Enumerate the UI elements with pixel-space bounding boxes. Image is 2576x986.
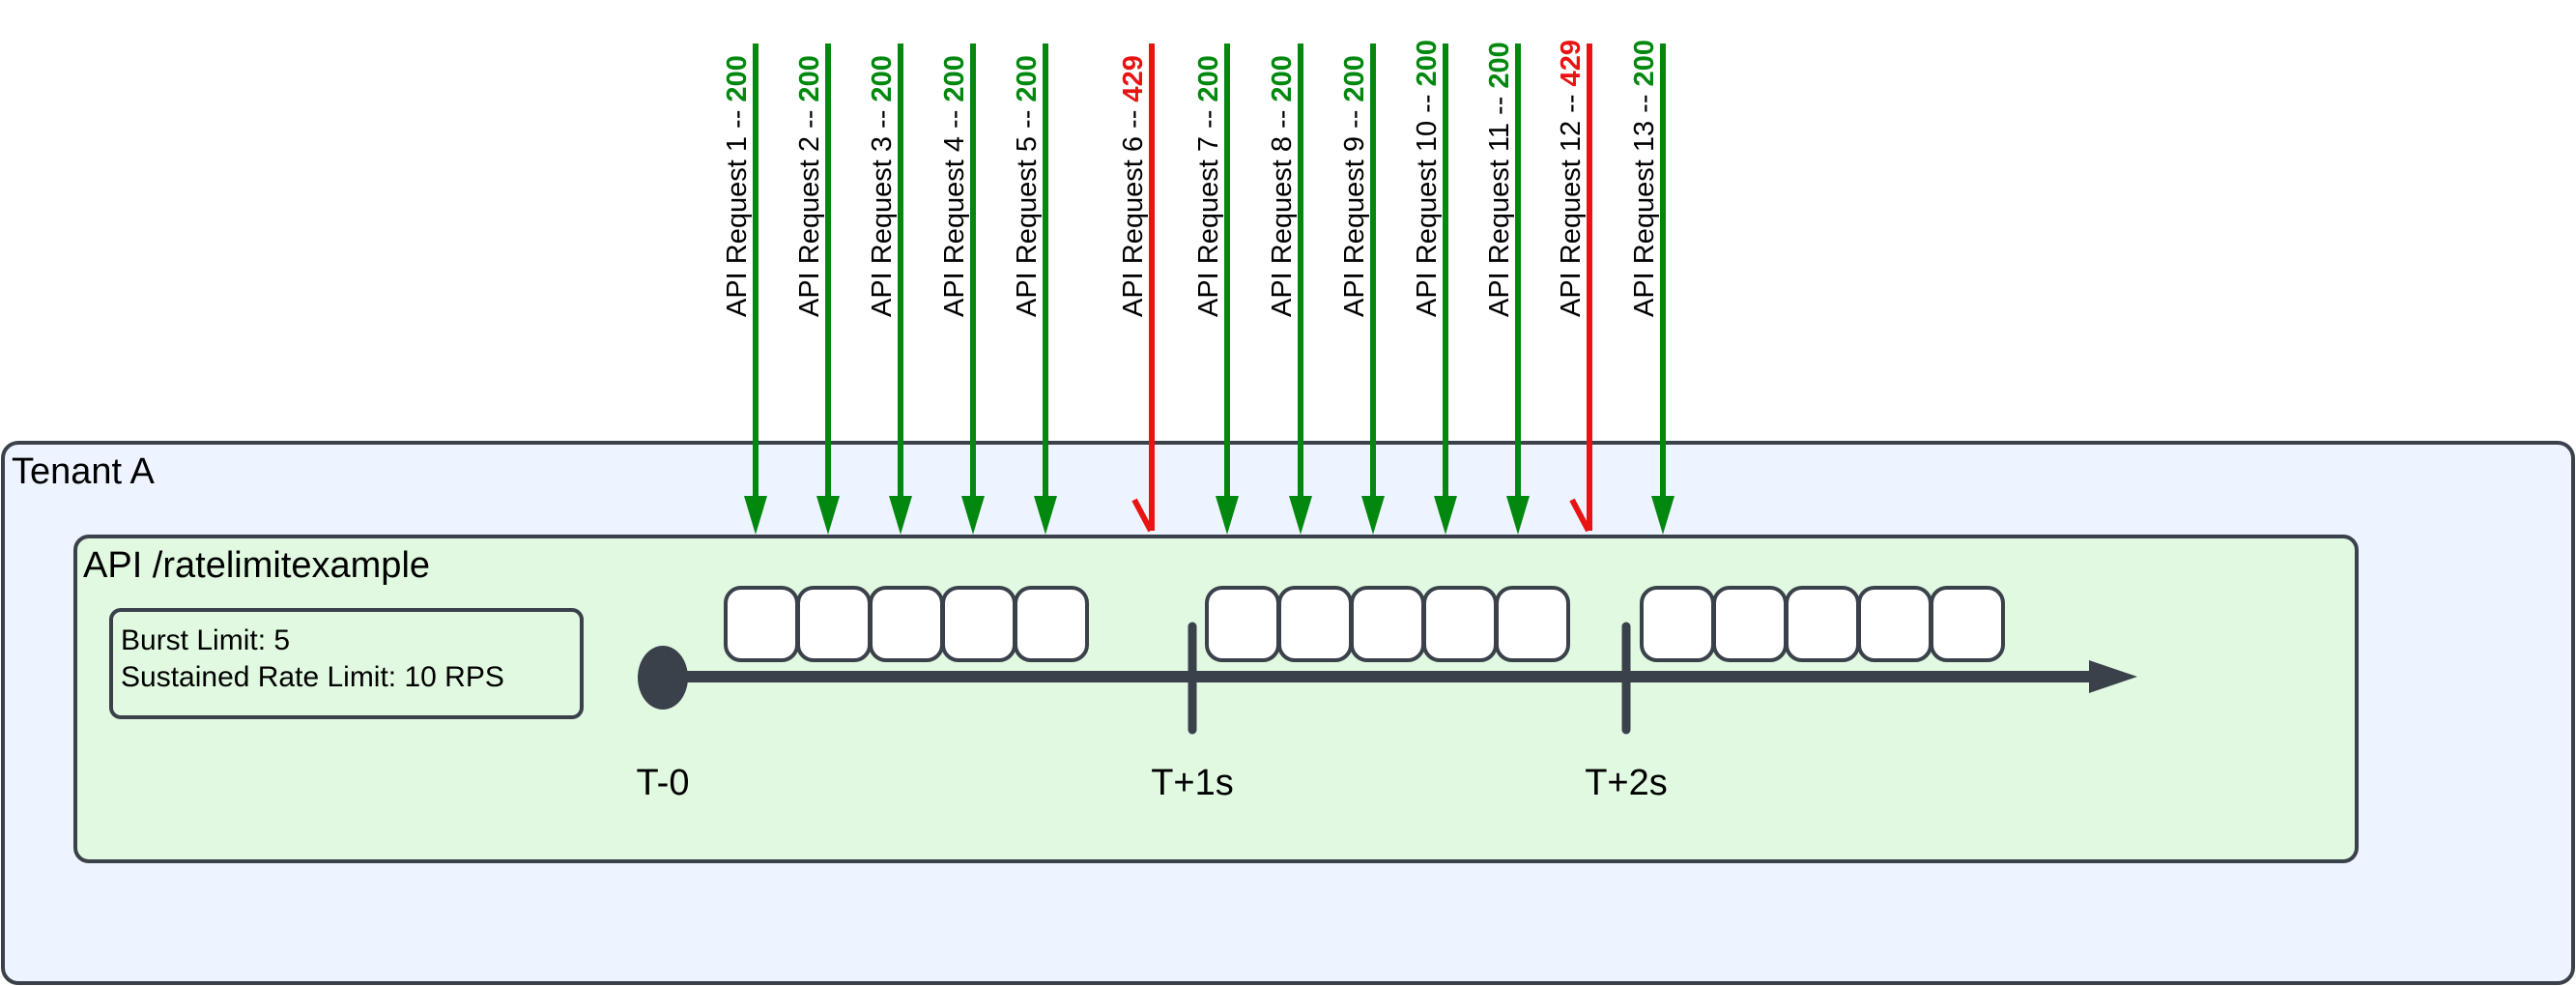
request-name: API Request 12 --: [1556, 86, 1587, 317]
request-label: API Request 7 -- 200: [1193, 55, 1224, 317]
request-status-code: 200: [1629, 40, 1660, 86]
token-slot: [941, 586, 1016, 662]
token-bucket-group: [1640, 586, 2005, 662]
request-status-code: 200: [1193, 55, 1224, 102]
request-status-code: 429: [1118, 55, 1149, 102]
sustained-rate-limit-text: Sustained Rate Limit: 10 RPS: [121, 661, 504, 693]
request-label: API Request 4 -- 200: [939, 55, 970, 317]
request-status-code: 200: [1484, 42, 1515, 88]
api-request: API Request 5 -- 200: [1012, 44, 1057, 535]
request-label: API Request 1 -- 200: [722, 55, 753, 317]
token-slot: [1205, 586, 1280, 662]
api-request: API Request 11 -- 200: [1484, 42, 1530, 535]
request-name: API Request 5 --: [1012, 102, 1043, 317]
token-slot: [1640, 586, 1715, 662]
request-status-code: 429: [1556, 40, 1587, 86]
token-slot: [869, 586, 944, 662]
request-arrowhead-icon: [744, 496, 767, 535]
api-request: API Request 8 -- 200: [1267, 44, 1312, 535]
start-dot-icon: [638, 646, 688, 710]
request-name: API Request 3 --: [867, 102, 898, 317]
request-status-code: 200: [722, 55, 753, 102]
api-request: API Request 3 -- 200: [867, 44, 912, 535]
request-status-code: 200: [794, 55, 825, 102]
token-slot: [1857, 586, 1932, 662]
request-name: API Request 10 --: [1412, 86, 1443, 317]
request-name: API Request 8 --: [1267, 102, 1298, 317]
request-label: API Request 6 -- 429: [1118, 55, 1149, 317]
token-slot: [796, 586, 872, 662]
request-name: API Request 1 --: [722, 102, 753, 317]
rejected-arrowhead-icon: [1569, 498, 1591, 533]
api-request: API Request 2 -- 200: [794, 44, 840, 535]
request-name: API Request 6 --: [1118, 102, 1149, 317]
token-slot: [1785, 586, 1860, 662]
token-slot: [724, 586, 799, 662]
api-request: API Request 10 -- 200: [1412, 40, 1457, 535]
timeline-marker-label: T+2s: [1585, 763, 1668, 803]
request-status-code: 200: [1267, 55, 1298, 102]
token-slot: [1277, 586, 1353, 662]
request-arrowhead-icon: [961, 496, 985, 535]
request-name: API Request 9 --: [1339, 102, 1370, 317]
request-label: API Request 13 -- 200: [1629, 40, 1660, 317]
request-label: API Request 5 -- 200: [1012, 55, 1043, 317]
request-status-code: 200: [939, 55, 970, 102]
token-bucket-group: [1205, 586, 1570, 662]
request-name: API Request 4 --: [939, 102, 970, 317]
rejected-arrowhead-icon: [1131, 498, 1154, 533]
request-name: API Request 7 --: [1193, 102, 1224, 317]
burst-limit-text: Burst Limit: 5: [121, 624, 290, 656]
timeline-marker-label: T+1s: [1151, 763, 1234, 803]
request-status-code: 200: [1339, 55, 1370, 102]
request-arrowhead-icon: [1216, 496, 1239, 535]
timeline-marker-label: T-0: [637, 763, 690, 803]
api-request: API Request 6 -- 429: [1118, 44, 1155, 533]
api-request: API Request 4 -- 200: [939, 44, 985, 535]
request-arrowhead-icon: [1506, 496, 1530, 535]
api-request: API Request 13 -- 200: [1629, 40, 1674, 535]
request-arrowhead-icon: [1361, 496, 1385, 535]
limits-box: [109, 608, 584, 719]
request-arrowhead-icon: [816, 496, 840, 535]
request-label: API Request 11 -- 200: [1484, 42, 1515, 317]
api-request: API Request 1 -- 200: [722, 44, 767, 535]
request-name: API Request 13 --: [1629, 86, 1660, 317]
request-arrowhead-icon: [1289, 496, 1312, 535]
request-label: API Request 3 -- 200: [867, 55, 898, 317]
request-label: API Request 9 -- 200: [1339, 55, 1370, 317]
token-slot: [1712, 586, 1788, 662]
request-arrowhead-icon: [1434, 496, 1457, 535]
arrowhead-icon: [2089, 660, 2137, 693]
token-slot: [1422, 586, 1498, 662]
request-status-code: 200: [867, 55, 898, 102]
api-request: API Request 7 -- 200: [1193, 44, 1239, 535]
api-label: API /ratelimitexample: [83, 545, 430, 586]
request-arrowhead-icon: [1034, 496, 1057, 535]
token-slot: [1495, 586, 1570, 662]
tenant-label: Tenant A: [12, 451, 156, 492]
token-slot: [1350, 586, 1425, 662]
request-arrowhead-icon: [1651, 496, 1674, 535]
request-status-code: 200: [1412, 40, 1443, 86]
request-label: API Request 10 -- 200: [1412, 40, 1443, 317]
api-request: API Request 9 -- 200: [1339, 44, 1385, 535]
api-request: API Request 12 -- 429: [1556, 40, 1592, 533]
timeline: [638, 646, 2137, 710]
token-slot: [1014, 586, 1089, 662]
request-name: API Request 11 --: [1484, 89, 1515, 317]
request-arrowhead-icon: [889, 496, 912, 535]
request-label: API Request 2 -- 200: [794, 55, 825, 317]
request-status-code: 200: [1012, 55, 1043, 102]
token-slot: [1930, 586, 2005, 662]
request-label: API Request 12 -- 429: [1556, 40, 1587, 317]
request-name: API Request 2 --: [794, 102, 825, 317]
request-label: API Request 8 -- 200: [1267, 55, 1298, 317]
token-bucket-group: [724, 586, 1089, 662]
